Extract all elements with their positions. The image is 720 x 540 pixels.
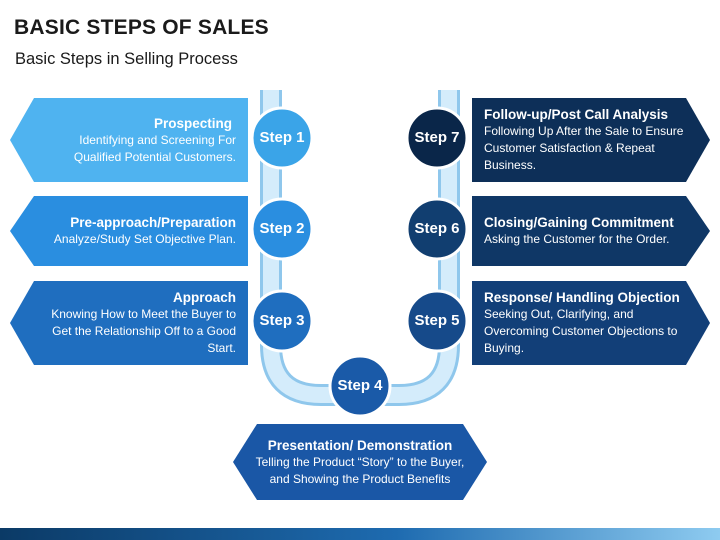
step-6-desc: Asking the Customer for the Order. — [484, 232, 670, 246]
step-5-title: Response/ Handling Objection — [484, 290, 680, 305]
step-3-box — [10, 281, 248, 365]
step-2-label: Step 2 — [259, 220, 305, 237]
step-1-box — [10, 98, 248, 182]
step-7-box — [472, 98, 710, 182]
step-1-title: Prospecting — [153, 115, 232, 131]
step-4-text: Presentation/ Demonstration Telling the … — [244, 430, 476, 494]
page-title: BASIC STEPS OF SALES — [14, 16, 269, 39]
step-4-circle — [328, 354, 392, 418]
step-2-text: Pre-approach/Preparation Analyze/Study S… — [30, 202, 236, 260]
step-3-title: Approach — [172, 290, 236, 305]
step-2-title: Pre-approach/Preparation — [70, 215, 236, 230]
step-5-text: Response/ Handling Objection Seeking Out… — [484, 285, 696, 361]
step-1-text: Prospecting Identifying and Screening Fo… — [40, 104, 236, 176]
step-3-label: Step 3 — [259, 312, 305, 329]
step-2-desc: Analyze/Study Set Objective Plan. — [53, 232, 236, 246]
step-3-circle — [250, 289, 314, 353]
step-7-text: Follow-up/Post Call Analysis Following U… — [484, 104, 684, 176]
step-6-title: Closing/Gaining Commitment — [484, 215, 674, 230]
step-5-circle — [405, 289, 469, 353]
step-7-circle — [405, 106, 469, 170]
step-6-box — [472, 196, 710, 266]
step-2-box — [10, 196, 248, 266]
step-3-desc: Knowing How to Meet the Buyer to Get the… — [51, 307, 236, 355]
step-6-label: Step 6 — [414, 220, 460, 237]
page-subtitle: Basic Steps in Selling Process — [15, 50, 238, 68]
step-4-title: Presentation/ Demonstration — [267, 437, 453, 453]
step-2-circle — [250, 197, 314, 261]
step-7-label: Step 7 — [414, 129, 460, 146]
step-5-box — [472, 281, 710, 365]
step-1-label: Step 1 — [259, 129, 305, 146]
step-4-label: Step 4 — [337, 377, 383, 394]
step-5-desc: Seeking Out, Clarifying, and Overcoming … — [484, 307, 678, 355]
step-3-text: Approach Knowing How to Meet the Buyer t… — [40, 285, 236, 361]
step-4-desc: Telling the Product “Story” to the Buyer… — [255, 454, 465, 486]
step-1-desc: Identifying and Screening For Qualified … — [73, 132, 236, 164]
step-6-circle — [405, 197, 469, 261]
step-4-box — [233, 424, 487, 500]
step-7-title: Follow-up/Post Call Analysis — [484, 107, 669, 122]
footer-accent-bar — [0, 528, 720, 540]
step-7-desc: Following Up After the Sale to Ensure Cu… — [484, 124, 684, 172]
step-5-label: Step 5 — [414, 312, 460, 329]
step-6-text: Closing/Gaining Commitment Asking the Cu… — [484, 202, 696, 260]
step-1-circle — [250, 106, 314, 170]
